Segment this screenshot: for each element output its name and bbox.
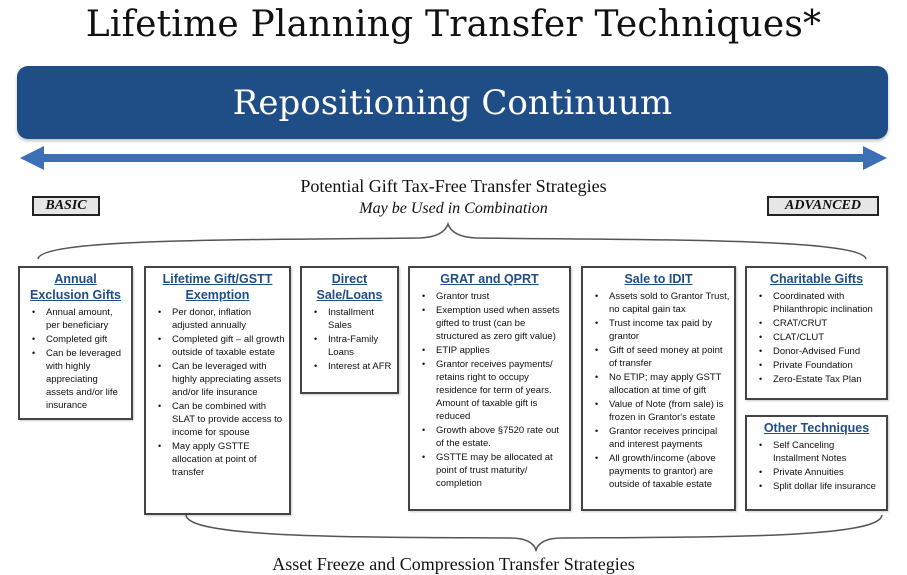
bullet-item: May apply GSTTE allocation at point of t… (158, 440, 285, 479)
bullet-item: Exemption used when assets gifted to tru… (422, 304, 565, 343)
box-title: Annual Exclusion Gifts (30, 272, 121, 302)
bullet-item: Completed gift (32, 333, 127, 346)
bullet-list: Assets sold to Grantor Trust, no capital… (587, 290, 730, 491)
box-charitable-gifts: Charitable Gifts Coordinated with Philan… (745, 266, 888, 400)
bullet-list: Annual amount, per beneficiary Completed… (24, 306, 127, 412)
advanced-label: ADVANCED (767, 196, 879, 216)
top-brace (37, 221, 867, 260)
box-lifetime-gift-gstt-exemption: Lifetime Gift/GSTT Exemption Per donor, … (144, 266, 291, 515)
bullet-item: Installment Sales (314, 306, 393, 332)
bullet-item: Private Annuities (759, 466, 882, 479)
bullet-item: Growth above §7520 rate out of the estat… (422, 424, 565, 450)
bullet-item: Trust income tax paid by grantor (595, 317, 730, 343)
bullet-item: Grantor receives payments/ retains right… (422, 358, 565, 423)
box-title: GRAT and QPRT (440, 272, 539, 286)
bullet-item: Gift of seed money at point of transfer (595, 344, 730, 370)
bullet-item: CRAT/CRUT (759, 317, 882, 330)
bullet-item: Value of Note (from sale) is frozen in G… (595, 398, 730, 424)
bullet-item: Intra-Family Loans (314, 333, 393, 359)
bullet-item: Donor-Advised Fund (759, 345, 882, 358)
box-other-techniques: Other Techniques Self Canceling Installm… (745, 415, 888, 511)
basic-label: BASIC (32, 196, 100, 216)
banner-label: Repositioning Continuum (232, 82, 673, 123)
strategies-heading: Potential Gift Tax-Free Transfer Strateg… (300, 176, 607, 196)
box-title: Other Techniques (763, 421, 870, 435)
box-title: Lifetime Gift/GSTT Exemption (162, 272, 273, 302)
bullet-item: No ETIP; may apply GSTT allocation at ti… (595, 371, 730, 397)
bullet-item: Per donor, inflation adjusted annually (158, 306, 285, 332)
bullet-item: ETIP applies (422, 344, 565, 357)
continuum-banner: Repositioning Continuum (17, 66, 888, 139)
box-sale-to-idit: Sale to IDIT Assets sold to Grantor Trus… (581, 266, 736, 511)
bullet-item: GSTTE may be allocated at point of trust… (422, 451, 565, 490)
box-annual-exclusion-gifts: Annual Exclusion Gifts Annual amount, pe… (18, 266, 133, 420)
box-title: Sale to IDIT (624, 272, 693, 286)
bullet-item: Can be combined with SLAT to provide acc… (158, 400, 285, 439)
bullet-item: All growth/income (above payments to gra… (595, 452, 730, 491)
page-title: Lifetime Planning Transfer Techniques* (85, 4, 822, 45)
box-grat-and-qprt: GRAT and QPRT Grantor trust Exemption us… (408, 266, 571, 511)
bullet-item: Self Canceling Installment Notes (759, 439, 882, 465)
bottom-label: Asset Freeze and Compression Transfer St… (272, 554, 635, 574)
bullet-item: Interest at AFR (314, 360, 393, 373)
bullet-item: Annual amount, per beneficiary (32, 306, 127, 332)
bullet-item: Private Foundation (759, 359, 882, 372)
bottom-brace (185, 514, 883, 553)
bullet-list: Self Canceling Installment Notes Private… (751, 439, 882, 493)
bullet-list: Installment Sales Intra-Family Loans Int… (306, 306, 393, 373)
bullet-item: CLAT/CLUT (759, 331, 882, 344)
continuum-arrow (20, 146, 887, 170)
box-title: Charitable Gifts (769, 272, 864, 286)
bullet-item: Assets sold to Grantor Trust, no capital… (595, 290, 730, 316)
bullet-list: Per donor, inflation adjusted annually C… (150, 306, 285, 479)
strategies-subheading: May be Used in Combination (359, 200, 548, 217)
bullet-item: Grantor receives principal and interest … (595, 425, 730, 451)
bullet-item: Zero-Estate Tax Plan (759, 373, 882, 386)
bullet-item: Coordinated with Philanthropic inclinati… (759, 290, 882, 316)
bullet-item: Split dollar life insurance (759, 480, 882, 493)
bullet-item: Can be leveraged with highly appreciatin… (32, 347, 127, 412)
bullet-item: Can be leveraged with highly appreciatin… (158, 360, 285, 399)
bullet-item: Grantor trust (422, 290, 565, 303)
bullet-item: Completed gift – all growth outside of t… (158, 333, 285, 359)
bullet-list: Grantor trust Exemption used when assets… (414, 290, 565, 490)
bullet-list: Coordinated with Philanthropic inclinati… (751, 290, 882, 386)
box-direct-sale-loans: Direct Sale/Loans Installment Sales Intr… (300, 266, 399, 394)
box-title: Direct Sale/Loans (316, 272, 383, 302)
